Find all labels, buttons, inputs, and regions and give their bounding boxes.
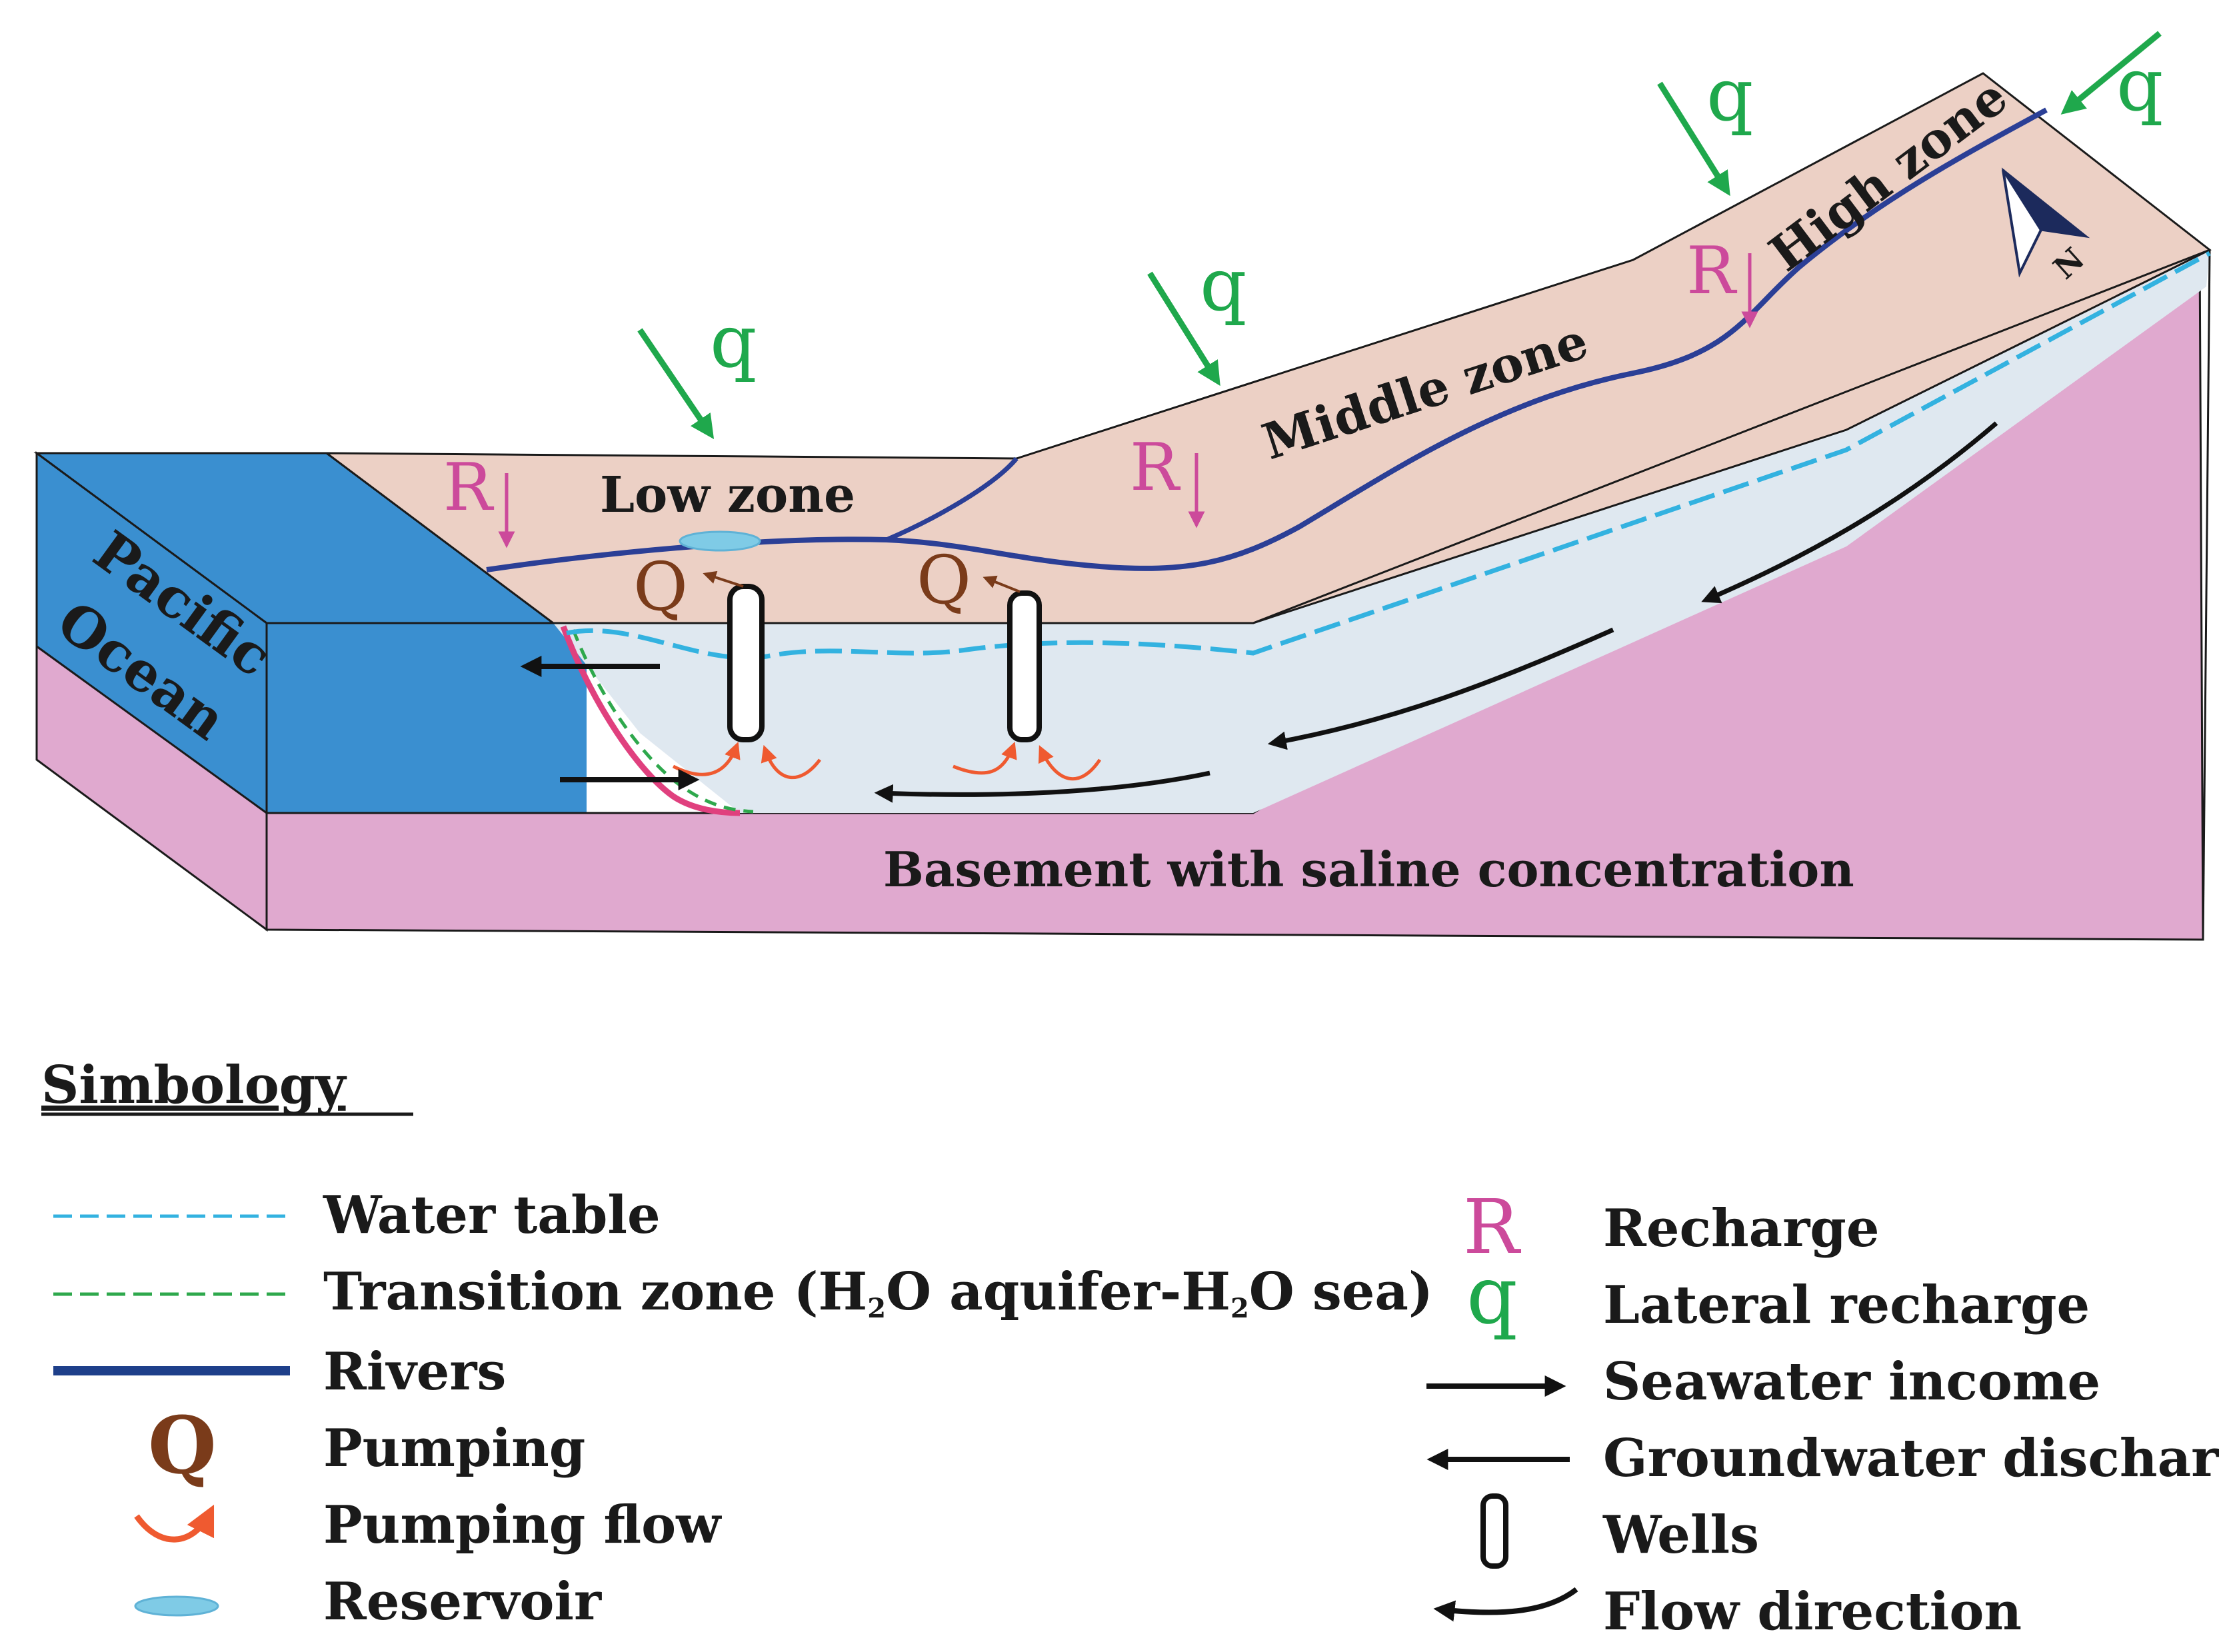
north-arrow-icon	[2001, 167, 2090, 278]
legend-wells-label: Wells	[1602, 1505, 1759, 1565]
basement-label: Basement with saline concentration	[883, 841, 1854, 898]
lateral-label-3: q	[1706, 52, 1753, 137]
pumping-label-2: Q	[917, 541, 971, 619]
lateral-label-2: q	[1200, 242, 1246, 327]
legend: Simbology Q Water table Transition zone …	[41, 1055, 2219, 1642]
legend-discharge-label: Groundwater discharge	[1603, 1428, 2219, 1489]
transition-zone-line	[571, 629, 754, 814]
reservoir	[679, 530, 761, 552]
legend-pumping-flow-icon	[134, 1504, 215, 1543]
legend-flow-direction-arrow	[1433, 1587, 1578, 1622]
block-diagram: N Low zone Middle zone High zone Pacific…	[33, 31, 2212, 941]
well-1	[727, 584, 765, 742]
legend-pumping-symbol: Q	[148, 1399, 217, 1491]
recharge-arrows	[498, 253, 1758, 548]
saline-interface-line	[560, 625, 741, 816]
legend-water-table-label: Water table	[323, 1185, 661, 1245]
flow-direction-arrows	[874, 421, 1998, 803]
legend-recharge-label: Recharge	[1603, 1198, 1879, 1259]
well-2	[1007, 590, 1042, 742]
legend-seawater-label: Seawater income	[1603, 1351, 2100, 1412]
ocean-front-face	[267, 623, 587, 813]
recharge-label-low: R	[443, 450, 495, 526]
recharge-label-middle: R	[1130, 430, 1181, 506]
legend-flow-label: Flow direction	[1603, 1581, 2022, 1642]
legend-pumping-flow-label: Pumping flow	[323, 1495, 722, 1555]
legend-reservoir-icon	[134, 1595, 219, 1617]
legend-rivers-label: Rivers	[323, 1341, 506, 1402]
aquifer-body	[553, 250, 2210, 813]
recharge-label-high: R	[1686, 233, 1738, 309]
legend-lateral-label: Lateral recharge	[1603, 1275, 2090, 1335]
legend-lateral-symbol: q	[1466, 1249, 1518, 1342]
legend-transition-label: Transition zone (H2O aquifer-H2O sea)	[323, 1261, 1433, 1324]
river-tributary	[885, 456, 1019, 542]
lateral-label-4: q	[2116, 42, 2163, 127]
lateral-recharge-arrows	[637, 31, 2162, 439]
legend-reservoir-label: Reservoir	[323, 1571, 602, 1632]
water-table-line	[566, 251, 2211, 660]
low-zone-label: Low zone	[600, 466, 855, 524]
legend-title: Simbology	[41, 1055, 347, 1116]
lateral-label-1: q	[710, 299, 757, 384]
pumping-label-1: Q	[633, 548, 688, 626]
legend-recharge-symbol: R	[1463, 1184, 1522, 1271]
river-main	[486, 107, 2048, 572]
legend-pumping-label: Pumping	[323, 1418, 585, 1479]
legend-well-icon	[1480, 1493, 1508, 1569]
